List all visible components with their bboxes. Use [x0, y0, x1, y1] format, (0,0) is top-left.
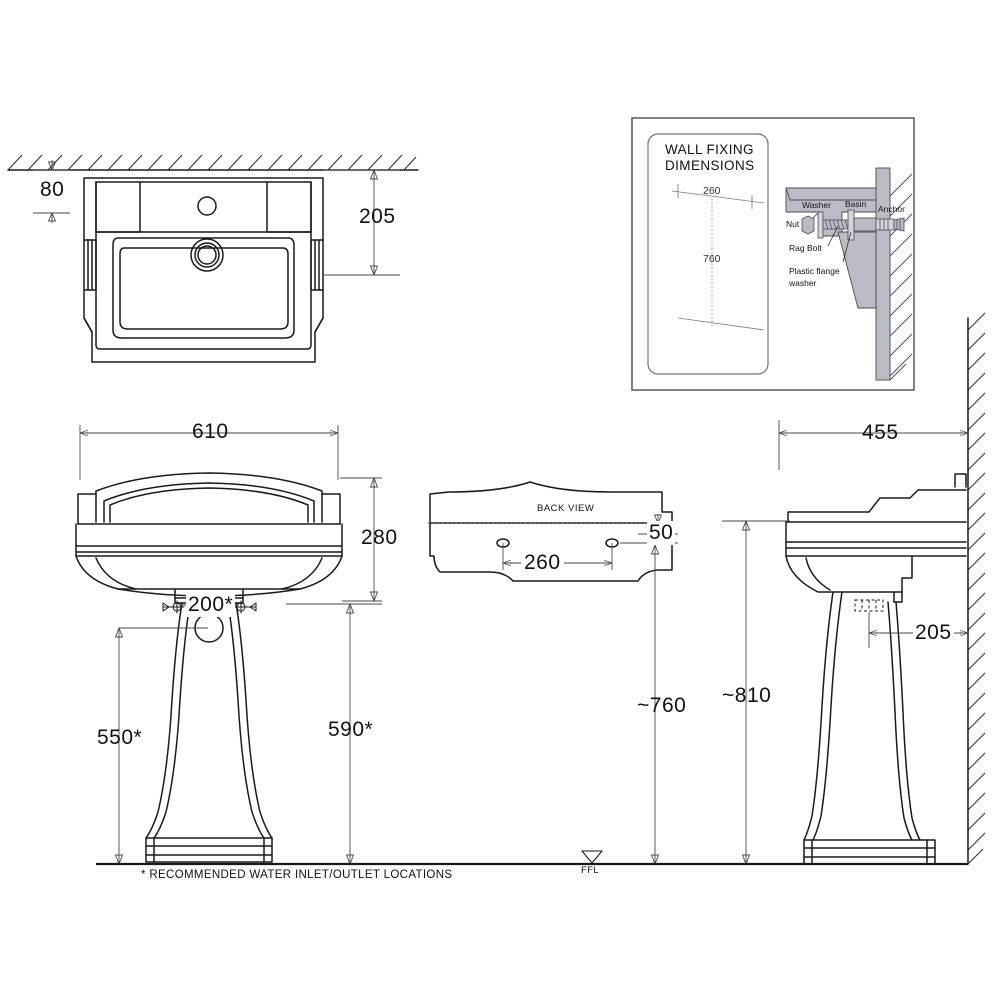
front-view-footnote: * RECOMMENDED WATER INLET/OUTLET LOCATIO…	[141, 869, 453, 881]
dim-610-leaders	[80, 425, 338, 480]
dim-label-760-back: ~760	[637, 694, 687, 717]
dim-760-leaders	[650, 543, 660, 866]
wall-fixing-dim-760: 760	[703, 253, 721, 265]
dim-590-leaders	[286, 602, 382, 866]
callout-rag-bolt-label: Rag Bolt	[789, 243, 822, 253]
side-elevation-basin	[785, 473, 967, 865]
callout-plastic-flange-label: Plastic flange	[789, 266, 840, 276]
wall-fixing-schematic	[671, 184, 765, 331]
callout-anchor-label: Anchor	[878, 204, 905, 214]
callout-washer-2-label: washer	[789, 278, 817, 288]
dim-280-leaders	[340, 476, 382, 603]
tap-inlet-symbols	[162, 600, 257, 614]
wall-fixing-dim-260: 260	[703, 185, 721, 197]
dim-455-leaders	[779, 420, 968, 470]
callout-nut-label: Nut	[786, 219, 800, 229]
dim-810-leaders	[722, 519, 790, 866]
dim-label-260-back: 260	[521, 551, 564, 575]
dim-label-610: 610	[192, 420, 229, 443]
dim-80-leaders	[33, 160, 70, 223]
back-view-label: BACK VIEW	[537, 503, 595, 514]
dim-label-590: 590*	[328, 718, 374, 741]
side-wall-hatch	[967, 312, 986, 865]
dim-205-plan-leaders	[323, 168, 400, 277]
dim-550-leaders	[114, 626, 208, 866]
wall-fixing-title-line2: DIMENSIONS	[665, 158, 755, 173]
callout-washer-label: Washer	[802, 200, 831, 210]
dim-label-200: 200*	[186, 593, 236, 617]
wall-fixing-section	[785, 167, 913, 381]
dim-label-80: 80	[40, 178, 65, 201]
wall-fixing-title-line1: WALL FIXING	[665, 142, 754, 157]
plan-view-basin	[83, 177, 324, 363]
dim-label-50: 50	[647, 521, 676, 545]
dim-label-280: 280	[361, 526, 398, 549]
dim-label-205-side: 205	[913, 621, 954, 645]
floor-line	[96, 850, 968, 866]
dim-label-550: 550*	[97, 726, 143, 749]
dim-label-810: ~810	[722, 684, 772, 707]
callout-basin-label: Basin	[845, 199, 867, 209]
dim-label-205-plan: 205	[359, 205, 396, 228]
ffl-label: FFL	[581, 865, 600, 876]
dim-label-455: 455	[862, 421, 899, 444]
